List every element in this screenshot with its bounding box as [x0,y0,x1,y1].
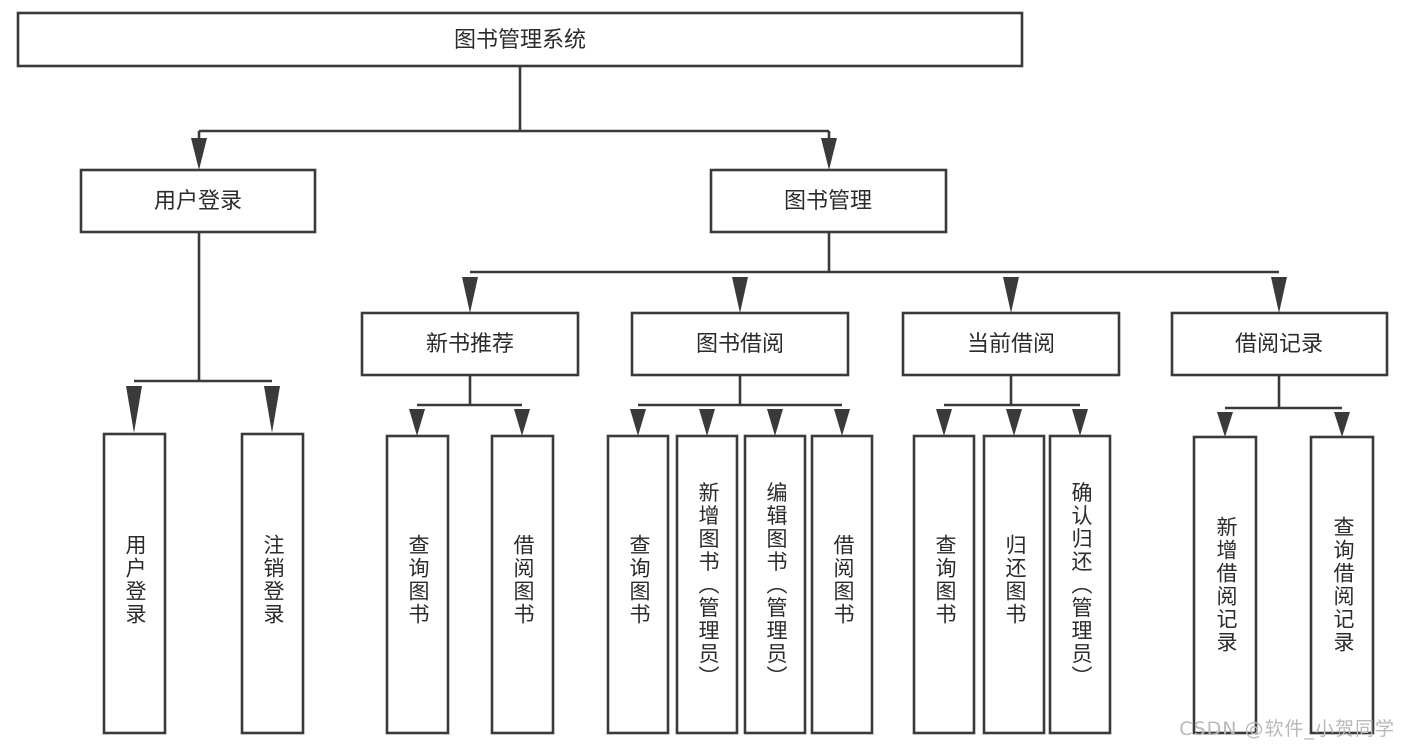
node-leaf-query-book-1[interactable]: 查询图书 [385,434,450,735]
connector-group-root [191,66,837,170]
node-leaf-borrow-book-1-label: 借阅图书 [511,534,535,626]
node-leaf-add-record-box[interactable] [1192,435,1258,735]
node-user-login[interactable]: 用户登录 [79,168,317,234]
node-leaf-borrow-book-1[interactable]: 借阅图书 [490,434,555,735]
node-leaf-query-book-3-label: 查询图书 [933,534,957,626]
node-leaf-add-book-box[interactable] [675,434,739,735]
node-leaf-query-record[interactable]: 查询借阅记录 [1309,435,1375,735]
connector-group-book-borrow [630,375,850,436]
arrow-head-leaf-confirm-return [1072,409,1088,436]
arrow-head-leaf-borrow-book-2 [834,409,850,436]
node-leaf-user-logout[interactable]: 注销登录 [240,432,305,735]
arrow-head-leaf-return-book [1006,409,1022,436]
connector-group-user-login [126,232,280,433]
node-current-borrow-label: 当前借阅 [967,332,1055,357]
node-current-borrow[interactable]: 当前借阅 [901,311,1121,377]
arrow-head-leaf-query-book-2 [630,409,646,436]
connector-group-book-management [462,232,1287,313]
node-leaf-confirm-return-label: 确认归还（管理员） [1069,482,1093,689]
node-leaf-return-book-box[interactable] [982,434,1046,735]
node-leaf-confirm-return-box[interactable] [1048,434,1112,735]
node-leaf-query-book-2-label: 查询图书 [627,534,651,626]
node-leaf-add-record-label: 新增借阅记录 [1214,516,1238,654]
node-leaf-return-book[interactable]: 归还图书 [982,434,1046,735]
arrow-head-leaf-add-book [699,409,715,436]
node-book-management[interactable]: 图书管理 [709,168,948,234]
arrow-head-leaf-user-login [126,386,142,433]
arrow-head-leaf-query-book-1 [409,409,425,436]
node-leaf-query-book-2-box[interactable] [606,434,670,735]
node-current-borrow-box[interactable] [901,311,1121,377]
node-leaf-query-record-label: 查询借阅记录 [1331,516,1355,654]
node-leaf-borrow-book-2-box[interactable] [810,434,874,735]
node-leaf-query-book-2[interactable]: 查询图书 [606,434,670,735]
arrow-head-leaf-add-record [1217,412,1233,437]
arrow-head-current-borrow [1003,277,1019,313]
node-leaf-add-book[interactable]: 新增图书（管理员） [675,434,739,735]
arrow-head-leaf-edit-book [767,409,783,436]
arrow-head-leaf-user-logout [264,386,280,433]
arrow-head-leaf-query-record [1334,412,1350,437]
node-book-borrow-label: 图书借阅 [696,332,784,357]
node-new-book-recommend[interactable]: 新书推荐 [360,311,580,377]
node-leaf-query-book-1-box[interactable] [385,434,450,735]
node-new-book-recommend-box[interactable] [360,311,580,377]
node-book-borrow-box[interactable] [630,311,850,377]
node-new-book-recommend-label: 新书推荐 [426,332,514,357]
node-user-login-box[interactable] [79,168,317,234]
node-leaf-add-record[interactable]: 新增借阅记录 [1192,435,1258,735]
node-leaf-borrow-book-2[interactable]: 借阅图书 [810,434,874,735]
arrow-head-new-book-recommend [462,277,478,313]
connector-group-current-borrow [936,375,1088,436]
node-leaf-query-book-3[interactable]: 查询图书 [912,434,976,735]
node-borrow-record-label: 借阅记录 [1235,332,1323,357]
arrow-head-leaf-query-book-3 [936,409,952,436]
node-leaf-add-book-label: 新增图书（管理员） [696,482,720,689]
node-borrow-record[interactable]: 借阅记录 [1170,311,1389,377]
node-book-borrow[interactable]: 图书借阅 [630,311,850,377]
node-root-box[interactable] [16,11,1024,68]
node-leaf-user-login[interactable]: 用户登录 [102,432,167,735]
node-leaf-borrow-book-1-box[interactable] [490,434,555,735]
node-leaf-borrow-book-2-label: 借阅图书 [831,534,855,626]
connector-group-borrow-record [1217,375,1350,437]
node-leaf-confirm-return[interactable]: 确认归还（管理员） [1048,434,1112,735]
node-leaf-query-book-3-box[interactable] [912,434,976,735]
node-root-label: 图书管理系统 [454,28,586,53]
node-leaf-edit-book-box[interactable] [743,434,807,735]
node-borrow-record-box[interactable] [1170,311,1389,377]
node-leaf-query-book-1-label: 查询图书 [406,534,430,626]
node-leaf-edit-book[interactable]: 编辑图书（管理员） [743,434,807,735]
node-book-management-box[interactable] [709,168,948,234]
node-leaf-user-login-label: 用户登录 [123,534,147,626]
arrow-head-leaf-borrow-book-1 [514,409,530,436]
arrow-head-book-management [821,138,837,170]
node-leaf-user-login-box[interactable] [102,432,167,735]
node-leaf-edit-book-label: 编辑图书（管理员） [764,482,788,689]
arrow-head-book-borrow [732,277,748,313]
arrow-head-borrow-record [1271,277,1287,313]
node-leaf-return-book-label: 归还图书 [1003,534,1027,626]
node-leaf-user-logout-box[interactable] [240,432,305,735]
node-leaf-user-logout-label: 注销登录 [261,534,285,626]
watermark-text: CSDN @软件_小贺同学 [1179,718,1395,740]
node-book-management-label: 图书管理 [784,189,872,214]
node-user-login-label: 用户登录 [154,189,242,214]
node-root[interactable]: 图书管理系统 [16,11,1024,68]
node-leaf-query-record-box[interactable] [1309,435,1375,735]
arrow-head-user-login [191,138,207,170]
connector-group-new-book-recommend [409,375,530,436]
